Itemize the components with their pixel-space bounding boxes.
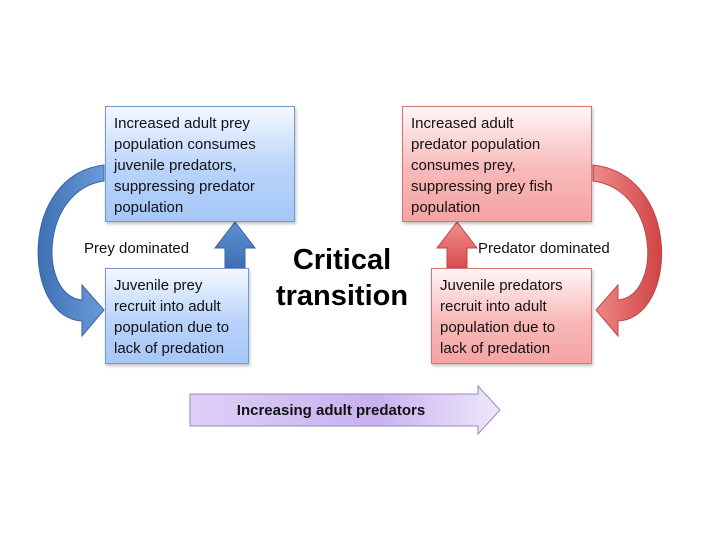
critical-transition-title: Critical transition bbox=[275, 244, 409, 312]
prey-cycle-up-arrow bbox=[213, 221, 257, 269]
predator-dominated-label: Predator dominated bbox=[478, 240, 610, 257]
predator-cycle-curved-arrow bbox=[592, 164, 663, 338]
prey-cycle-curved-arrow bbox=[37, 164, 105, 338]
predator-juvenile-box: Juvenile predators recruit into adult po… bbox=[431, 268, 592, 364]
predator-adult-box: Increased adult predator population cons… bbox=[402, 106, 592, 222]
increasing-predators-label: Increasing adult predators bbox=[236, 402, 426, 419]
increasing-predators-arrow bbox=[189, 384, 501, 436]
predator-cycle-up-arrow bbox=[435, 221, 479, 269]
prey-dominated-label: Prey dominated bbox=[84, 240, 190, 257]
prey-juvenile-box: Juvenile prey recruit into adult populat… bbox=[105, 268, 249, 364]
prey-adult-box: Increased adult prey population consumes… bbox=[105, 106, 295, 222]
